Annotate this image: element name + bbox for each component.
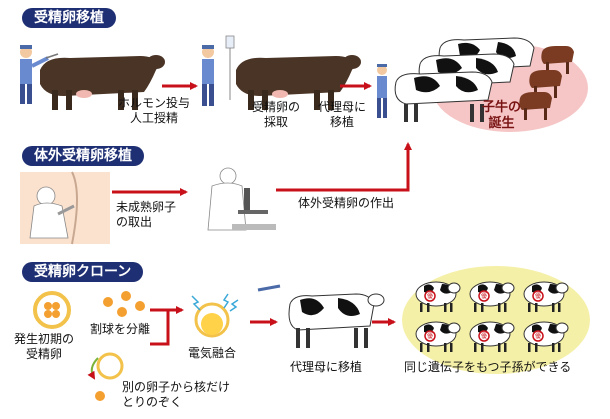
enucleated-egg	[87, 352, 124, 401]
vet-surrogate	[377, 64, 387, 118]
label-early-embryo: 発生初期の受精卵	[14, 332, 75, 361]
badge: 優	[481, 292, 487, 300]
blastomeres	[103, 291, 145, 317]
label-ivf-creation: 体外受精卵の作出	[298, 196, 395, 210]
label-embryo-collect: 受精卵の採取	[252, 100, 301, 129]
arrow-5b	[150, 306, 184, 346]
section-embryo-clone: 受精卵クローン	[22, 262, 144, 282]
label-surrogate-clone: 代理母に移植	[290, 360, 363, 374]
section-ivf-transfer: 体外受精卵移植	[22, 146, 144, 166]
early-embryo	[33, 291, 71, 329]
section-embryo-transfer: 受精卵移植	[22, 8, 116, 28]
brown-cow-1	[40, 55, 165, 110]
arrow-4	[276, 142, 412, 192]
surrogate-holstein	[257, 284, 385, 348]
label-cleavage: 割球を分離	[90, 322, 151, 336]
badge: 優	[427, 292, 433, 300]
label-immature-egg: 未成熟卵子の取出	[116, 200, 177, 229]
label-electric-fusion: 電気融合	[188, 346, 237, 360]
egg-collection-scene	[20, 171, 110, 245]
vet-with-drip	[202, 35, 235, 106]
calves	[519, 46, 574, 120]
label-hormone: ホルモン投与人工授精	[118, 96, 191, 125]
clone-badges: 優 優 優 優 優 優	[427, 292, 541, 340]
label-same-genes: 同じ遺伝子をもつ子孫ができる	[404, 360, 572, 374]
badge: 優	[535, 332, 541, 340]
badge: 優	[481, 332, 487, 340]
label-surrogate: 代理母に移植	[318, 100, 367, 129]
microscope-scene	[207, 167, 276, 231]
holstein-cows	[394, 37, 535, 122]
label-nucleus-removal: 別の卵子から核だけとりのぞく	[122, 380, 231, 409]
arrow-5a	[150, 308, 170, 338]
vet-with-syringe	[20, 45, 59, 104]
badge: 優	[427, 332, 433, 340]
badge: 優	[535, 292, 541, 300]
label-calf-birth: 子牛の誕生	[482, 100, 522, 131]
brown-cow-2	[236, 55, 361, 110]
electric-fusion	[191, 293, 239, 338]
